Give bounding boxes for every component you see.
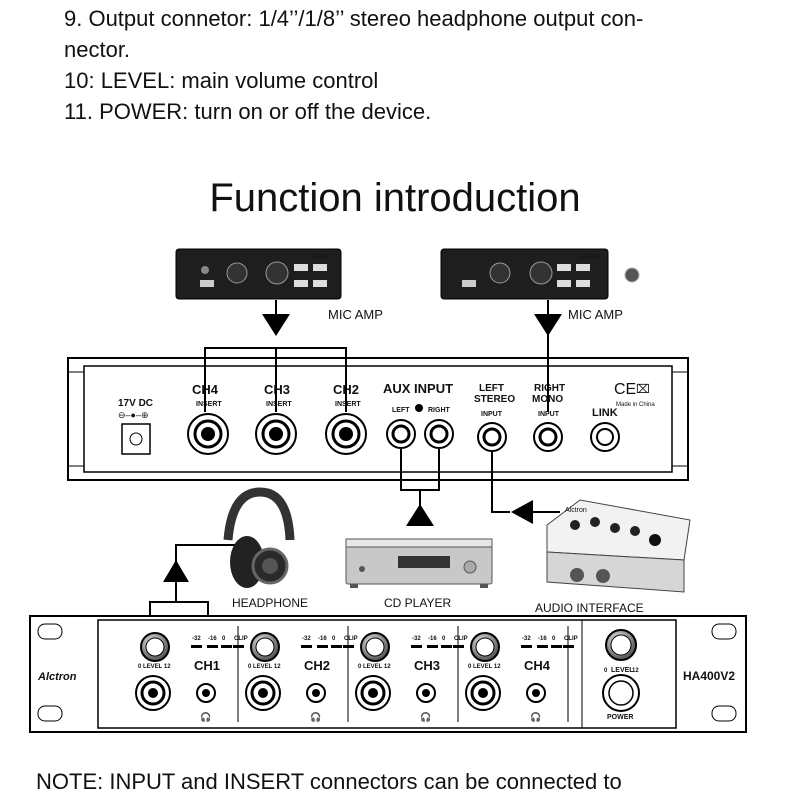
meter-led — [427, 645, 438, 648]
power-label: POWER — [607, 714, 633, 721]
meter-label: 0 — [442, 636, 446, 642]
meter-label: -32 — [412, 636, 421, 642]
svg-text:RIGHT: RIGHT — [534, 383, 565, 394]
svg-text:STEREO: STEREO — [474, 394, 515, 405]
headphone-icon: 🎧 — [530, 711, 541, 722]
svg-text:LEFT: LEFT — [392, 407, 410, 414]
headphone-icon: 🎧 — [200, 711, 211, 722]
mic-amp-left-brand: Alctron — [310, 254, 329, 260]
front-panel: Alctron HA400V2 — [29, 615, 747, 733]
dc-label: 17V DC — [118, 398, 153, 409]
svg-text:INPUT: INPUT — [481, 411, 503, 418]
svg-text:INPUT: INPUT — [538, 411, 560, 418]
svg-text:INSERT: INSERT — [196, 401, 222, 408]
meter-led — [317, 645, 328, 648]
mic-amp-right-brand: Alctron — [580, 254, 599, 260]
meter-led — [441, 645, 452, 648]
meter-label: -16 — [208, 636, 217, 642]
list-item-9: 9. Output connetor: 1/4’’/1/8’’ stereo h… — [64, 6, 644, 31]
master-section: 0 LEVEL 12 POWER — [602, 629, 640, 721]
meter-led — [453, 645, 464, 648]
svg-text:⌧: ⌧ — [636, 382, 650, 396]
meter-led — [221, 645, 232, 648]
model-label: HA400V2 — [683, 669, 735, 683]
meter-label: 0 — [222, 636, 226, 642]
svg-text:INSERT: INSERT — [266, 401, 292, 408]
meter-label: 0 — [332, 636, 336, 642]
rear-panel: 17V DC ⊖–●–⊕ CH4 INSERT CH3 INSERT CH2 I… — [67, 357, 689, 481]
svg-text:0: 0 — [604, 668, 608, 674]
section-title: Function introduction — [209, 176, 581, 220]
channel-label: CH1 — [194, 658, 220, 673]
ce-mark: CE — [614, 381, 636, 398]
channel-label: CH2 — [304, 658, 330, 673]
meter-led — [331, 645, 342, 648]
audio-interface-illustration: Alctron — [546, 499, 691, 593]
channel-label: CH4 — [524, 658, 551, 673]
list-item-10: 10: LEVEL: main volume control — [64, 68, 379, 93]
meter-label: 0 — [552, 636, 556, 642]
meter-led — [563, 645, 574, 648]
meter-led — [551, 645, 562, 648]
note-text: NOTE: INPUT and INSERT connectors can be… — [36, 769, 622, 794]
mic-amp-right: Alctron — [440, 248, 640, 300]
level-scale: 0 LEVEL 12 — [138, 664, 171, 670]
meter-label: CLIP — [454, 636, 468, 642]
meter-label: -16 — [538, 636, 547, 642]
meter-led — [301, 645, 312, 648]
svg-text:Alctron: Alctron — [565, 507, 587, 514]
ch3-label: CH3 — [264, 382, 290, 397]
svg-text:12: 12 — [632, 668, 639, 674]
meter-led — [521, 645, 532, 648]
mic-amp-left: Alctron — [175, 248, 342, 300]
mic-amp-right-label: MIC AMP — [568, 307, 623, 322]
level-scale: 0 LEVEL 12 — [358, 664, 391, 670]
svg-text:INSERT: INSERT — [335, 401, 361, 408]
headphone-illustration — [223, 487, 295, 588]
svg-text:Made in China: Made in China — [616, 402, 655, 408]
svg-text:LEFT: LEFT — [479, 383, 504, 394]
cd-player-label: CD PLAYER — [384, 596, 451, 610]
link-label: LINK — [592, 407, 618, 419]
svg-text:RIGHT: RIGHT — [428, 407, 451, 414]
svg-text:LEVEL: LEVEL — [611, 667, 634, 674]
level-scale: 0 LEVEL 12 — [248, 664, 281, 670]
level-scale: 0 LEVEL 12 — [468, 664, 501, 670]
meter-led — [207, 645, 218, 648]
meter-label: -16 — [428, 636, 437, 642]
headphone-label: HEADPHONE — [232, 596, 308, 610]
svg-text:⊖–●–⊕: ⊖–●–⊕ — [118, 410, 149, 420]
list-item-11: 11. POWER: turn on or off the device. — [64, 99, 432, 124]
headphone-icon: 🎧 — [310, 711, 321, 722]
front-brand: Alctron — [37, 671, 77, 683]
meter-label: -32 — [192, 636, 201, 642]
meter-label: CLIP — [234, 636, 248, 642]
meter-led — [537, 645, 548, 648]
mic-amp-left-label: MIC AMP — [328, 307, 383, 322]
arrows — [163, 314, 562, 582]
cd-player-illustration — [345, 538, 493, 588]
channel-label: CH3 — [414, 658, 440, 673]
meter-led — [233, 645, 244, 648]
list-item-9-cont: nector. — [64, 37, 131, 62]
meter-label: -32 — [302, 636, 311, 642]
meter-label: -32 — [522, 636, 531, 642]
headphone-icon: 🎧 — [420, 711, 431, 722]
audio-interface-label: AUDIO INTERFACE — [535, 601, 644, 615]
meter-led — [411, 645, 422, 648]
meter-label: -16 — [318, 636, 327, 642]
meter-label: CLIP — [344, 636, 358, 642]
aux-input-label: AUX INPUT — [383, 381, 453, 396]
meter-led — [343, 645, 354, 648]
meter-led — [191, 645, 202, 648]
meter-label: CLIP — [564, 636, 578, 642]
